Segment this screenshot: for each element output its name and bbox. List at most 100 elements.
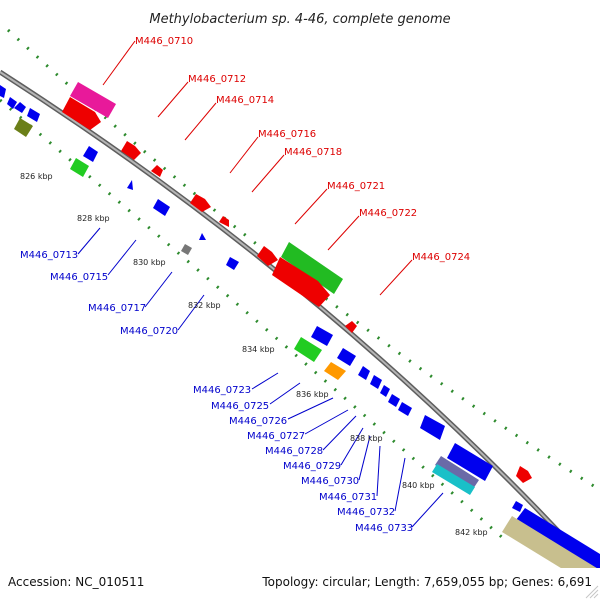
gene-label-M446_0730[interactable]: M446_0730 [301, 476, 359, 487]
gene-label-M446_0732[interactable]: M446_0732 [337, 507, 395, 518]
resize-grip-icon[interactable] [585, 585, 599, 599]
reverse-strand-genes [0, 85, 600, 592]
gene-label-M446_0720[interactable]: M446_0720 [120, 326, 178, 337]
kbp-label-828: 828 kbp [77, 214, 110, 223]
gene-M446_0723a[interactable] [311, 326, 333, 346]
gene-far-forward[interactable] [516, 466, 532, 483]
gene-M446_0733[interactable] [432, 464, 475, 495]
leader-line-M446_0725 [269, 382, 301, 405]
accession-label: Accession: NC_010511 [8, 575, 144, 589]
leader-line-M446_0715 [107, 239, 137, 276]
gene-label-M446_0722[interactable]: M446_0722 [359, 208, 417, 219]
leader-line-M446_0712 [157, 81, 189, 118]
leader-line-M446_0710 [102, 40, 136, 86]
gene-label-M446_0718[interactable]: M446_0718 [284, 147, 342, 158]
gene-label-M446_0714[interactable]: M446_0714 [216, 95, 274, 106]
leader-line-M446_0722 [327, 215, 360, 251]
gene-M446_0717[interactable] [153, 199, 170, 216]
leader-line-M446_0726 [287, 397, 334, 420]
leader-line-M446_0724 [379, 259, 413, 296]
kbp-label-834: 834 kbp [242, 345, 275, 354]
gene-M446_0732b[interactable] [435, 456, 479, 489]
leader-line-M446_0720 [177, 294, 205, 331]
gene-edge-3[interactable] [14, 102, 26, 113]
leader-line-M446_0713 [77, 227, 101, 255]
gene-label-M446_0713[interactable]: M446_0713 [20, 250, 78, 261]
leader-line-M446_0718 [251, 154, 285, 193]
gene-M446_0725a[interactable] [337, 348, 356, 366]
reverse-leader-lines [77, 227, 444, 528]
reverse-gene-labels: M446_0713 M446_0715 M446_0717 M446_0720 … [20, 250, 413, 534]
forward-leader-lines [102, 40, 413, 296]
kbp-label-832: 832 kbp [188, 301, 221, 310]
gene-label-M446_0728[interactable]: M446_0728 [265, 446, 323, 457]
gene-label-M446_0724[interactable]: M446_0724 [412, 252, 470, 263]
leader-line-M446_0727 [304, 409, 349, 435]
leader-line-M446_0733 [411, 492, 444, 528]
leader-line-M446_0730 [358, 435, 371, 481]
leader-line-M446_0732 [394, 457, 406, 512]
leader-line-M446_0721 [294, 188, 328, 225]
gene-M446_0713[interactable] [83, 146, 98, 162]
gene-label-M446_0729[interactable]: M446_0729 [283, 461, 341, 472]
gene-label-M446_0712[interactable]: M446_0712 [188, 74, 246, 85]
gene-edge-1[interactable] [0, 85, 6, 98]
gene-M446_0712[interactable] [62, 97, 101, 130]
gene-green-1[interactable] [70, 158, 89, 177]
gene-M446_0710[interactable] [70, 82, 116, 118]
footer-background [0, 568, 600, 600]
kbp-labels: 826 kbp 828 kbp 830 kbp 832 kbp 834 kbp … [20, 172, 488, 537]
gene-M446_0718[interactable] [190, 194, 211, 212]
gene-edge-2[interactable] [7, 97, 17, 109]
kbp-label-826: 826 kbp [20, 172, 53, 181]
gene-M446_0721a[interactable] [219, 216, 229, 227]
kbp-label-842: 842 kbp [455, 528, 488, 537]
gene-label-M446_0725[interactable]: M446_0725 [211, 401, 269, 412]
gene-label-M446_0710[interactable]: M446_0710 [135, 36, 193, 47]
gene-M446_0732[interactable] [447, 443, 493, 481]
genome-backbone [0, 69, 600, 578]
gene-label-M446_0727[interactable]: M446_0727 [247, 431, 305, 442]
gene-M446_0714[interactable] [121, 141, 141, 160]
kbp-label-836: 836 kbp [296, 390, 329, 399]
gene-M446_0725[interactable] [324, 362, 346, 380]
gene-M446_0727[interactable] [370, 375, 382, 389]
gene-M446_0722[interactable] [281, 242, 343, 294]
leader-line-M446_0731 [376, 445, 381, 497]
gene-M446_0717b[interactable] [199, 233, 206, 240]
gene-label-M446_0726[interactable]: M446_0726 [229, 416, 287, 427]
gene-M446_0722b[interactable] [272, 257, 330, 307]
leader-line-M446_0714 [184, 102, 217, 141]
leader-line-M446_0716 [229, 136, 259, 174]
leader-line-M446_0728 [322, 415, 357, 451]
gene-label-M446_0723[interactable]: M446_0723 [193, 385, 251, 396]
gene-M446_0730[interactable] [398, 402, 412, 416]
gene-label-M446_0731[interactable]: M446_0731 [319, 492, 377, 503]
gene-label-M446_0721[interactable]: M446_0721 [327, 181, 385, 192]
gene-M446_0731[interactable] [420, 415, 445, 440]
forward-strand-genes [62, 82, 532, 483]
gene-M446_0728[interactable] [380, 385, 390, 397]
gene-gray-1[interactable] [181, 244, 192, 255]
gene-M446_0726[interactable] [358, 366, 370, 380]
leader-line-M446_0717 [144, 271, 173, 308]
forward-gene-labels: M446_0710 M446_0712 M446_0714 M446_0716 … [135, 36, 470, 263]
gene-label-M446_0717[interactable]: M446_0717 [88, 303, 146, 314]
gene-M446_0716[interactable] [151, 165, 163, 177]
map-title: Methylobacterium sp. 4-46, complete geno… [149, 12, 450, 27]
leader-line-M446_0723 [251, 372, 279, 390]
gene-M446_0723[interactable] [294, 337, 322, 362]
gene-M446_0724[interactable] [345, 321, 357, 333]
kbp-label-830: 830 kbp [133, 258, 166, 267]
gene-label-M446_0716[interactable]: M446_0716 [258, 129, 316, 140]
gene-label-M446_0733[interactable]: M446_0733 [355, 523, 413, 534]
gene-M446_0720[interactable] [226, 257, 239, 270]
gene-M446_0715[interactable] [127, 180, 133, 190]
gene-far-reverse-1[interactable] [512, 501, 523, 512]
gene-edge-4[interactable] [27, 108, 40, 122]
gene-M446_0721[interactable] [257, 246, 278, 266]
gene-olive-1[interactable] [14, 118, 33, 137]
gene-M446_0729[interactable] [388, 394, 400, 407]
gene-label-M446_0715[interactable]: M446_0715 [50, 272, 108, 283]
